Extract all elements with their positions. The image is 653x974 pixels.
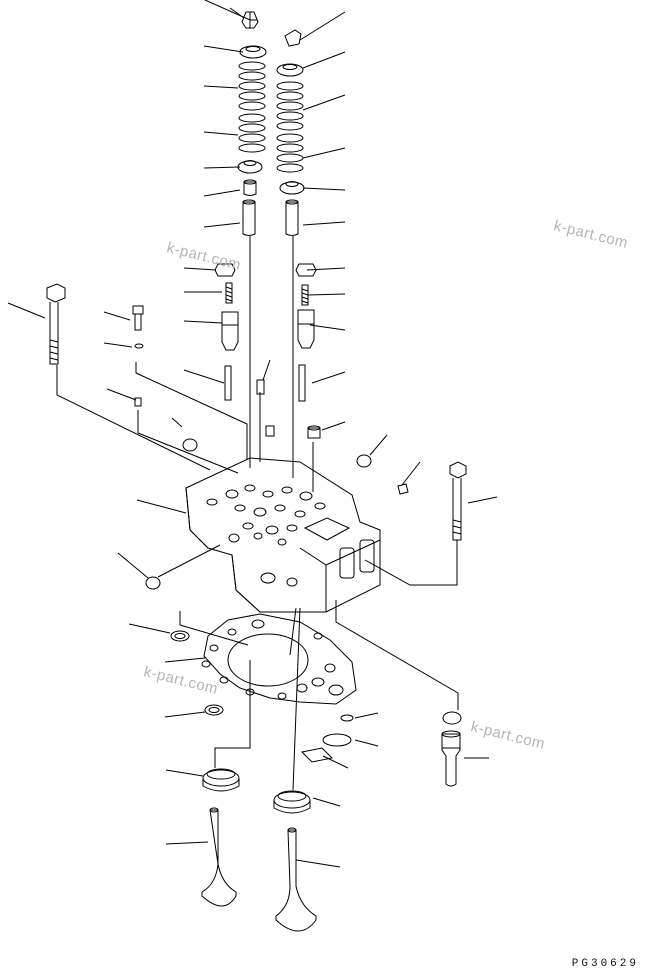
valve-collet-right <box>284 29 302 47</box>
valve-collet-left <box>241 11 259 29</box>
valve-spring-left <box>238 61 266 153</box>
exhaust-valve <box>275 827 317 932</box>
head-bolt-right <box>449 461 467 479</box>
spring-seat-right <box>279 181 305 195</box>
seal-cap-right <box>442 711 462 725</box>
left-valve-stack <box>229 7 267 236</box>
plug-right <box>397 483 409 495</box>
injector-sleeve <box>441 730 461 787</box>
bridge-right <box>297 309 315 349</box>
washer-small <box>134 343 144 349</box>
head-gasket <box>201 613 357 705</box>
left-bolts <box>46 283 198 452</box>
valve-guide-right <box>285 201 299 236</box>
head-ports <box>206 484 326 587</box>
o-ring-1 <box>170 630 190 642</box>
adjust-screw-right <box>301 284 309 306</box>
dowel-pin-2 <box>265 425 275 437</box>
head-bolt-long <box>46 283 66 303</box>
lower-parts <box>145 576 462 932</box>
adjuster-parts <box>214 263 321 439</box>
right-bolts <box>356 454 467 541</box>
nut-right <box>295 263 317 277</box>
small-bolt <box>132 305 144 315</box>
o-ring-3 <box>340 714 354 722</box>
cylinder-head <box>185 457 381 613</box>
valve-guide-left <box>242 201 256 236</box>
valve-spring-right <box>276 81 304 173</box>
spring-seat-left <box>237 160 263 174</box>
o-ring-2 <box>204 704 224 716</box>
cap-plug <box>182 438 198 452</box>
seal-ring-left <box>145 576 161 590</box>
nut-left <box>214 263 236 277</box>
dowel-pin <box>256 379 265 395</box>
stem-seal-left <box>243 181 257 196</box>
pushrod-right <box>298 364 306 402</box>
right-valve-stack <box>276 29 305 236</box>
drawing-code: PG30629 <box>571 958 639 970</box>
bridge-left <box>221 311 239 351</box>
intake-valve <box>201 807 237 907</box>
valve-seat-insert-right <box>273 790 311 814</box>
cap-plug-right <box>356 454 372 468</box>
plug-small <box>134 397 142 407</box>
cap-right <box>307 427 321 439</box>
gasket-oval <box>322 733 352 747</box>
valve-seat-insert-left <box>202 768 240 792</box>
valve-axis-lines <box>249 236 314 791</box>
gasket-plate <box>300 747 334 763</box>
leader-lines <box>7 0 498 868</box>
pushrod-left <box>224 365 232 401</box>
adjust-screw-left <box>225 282 233 304</box>
